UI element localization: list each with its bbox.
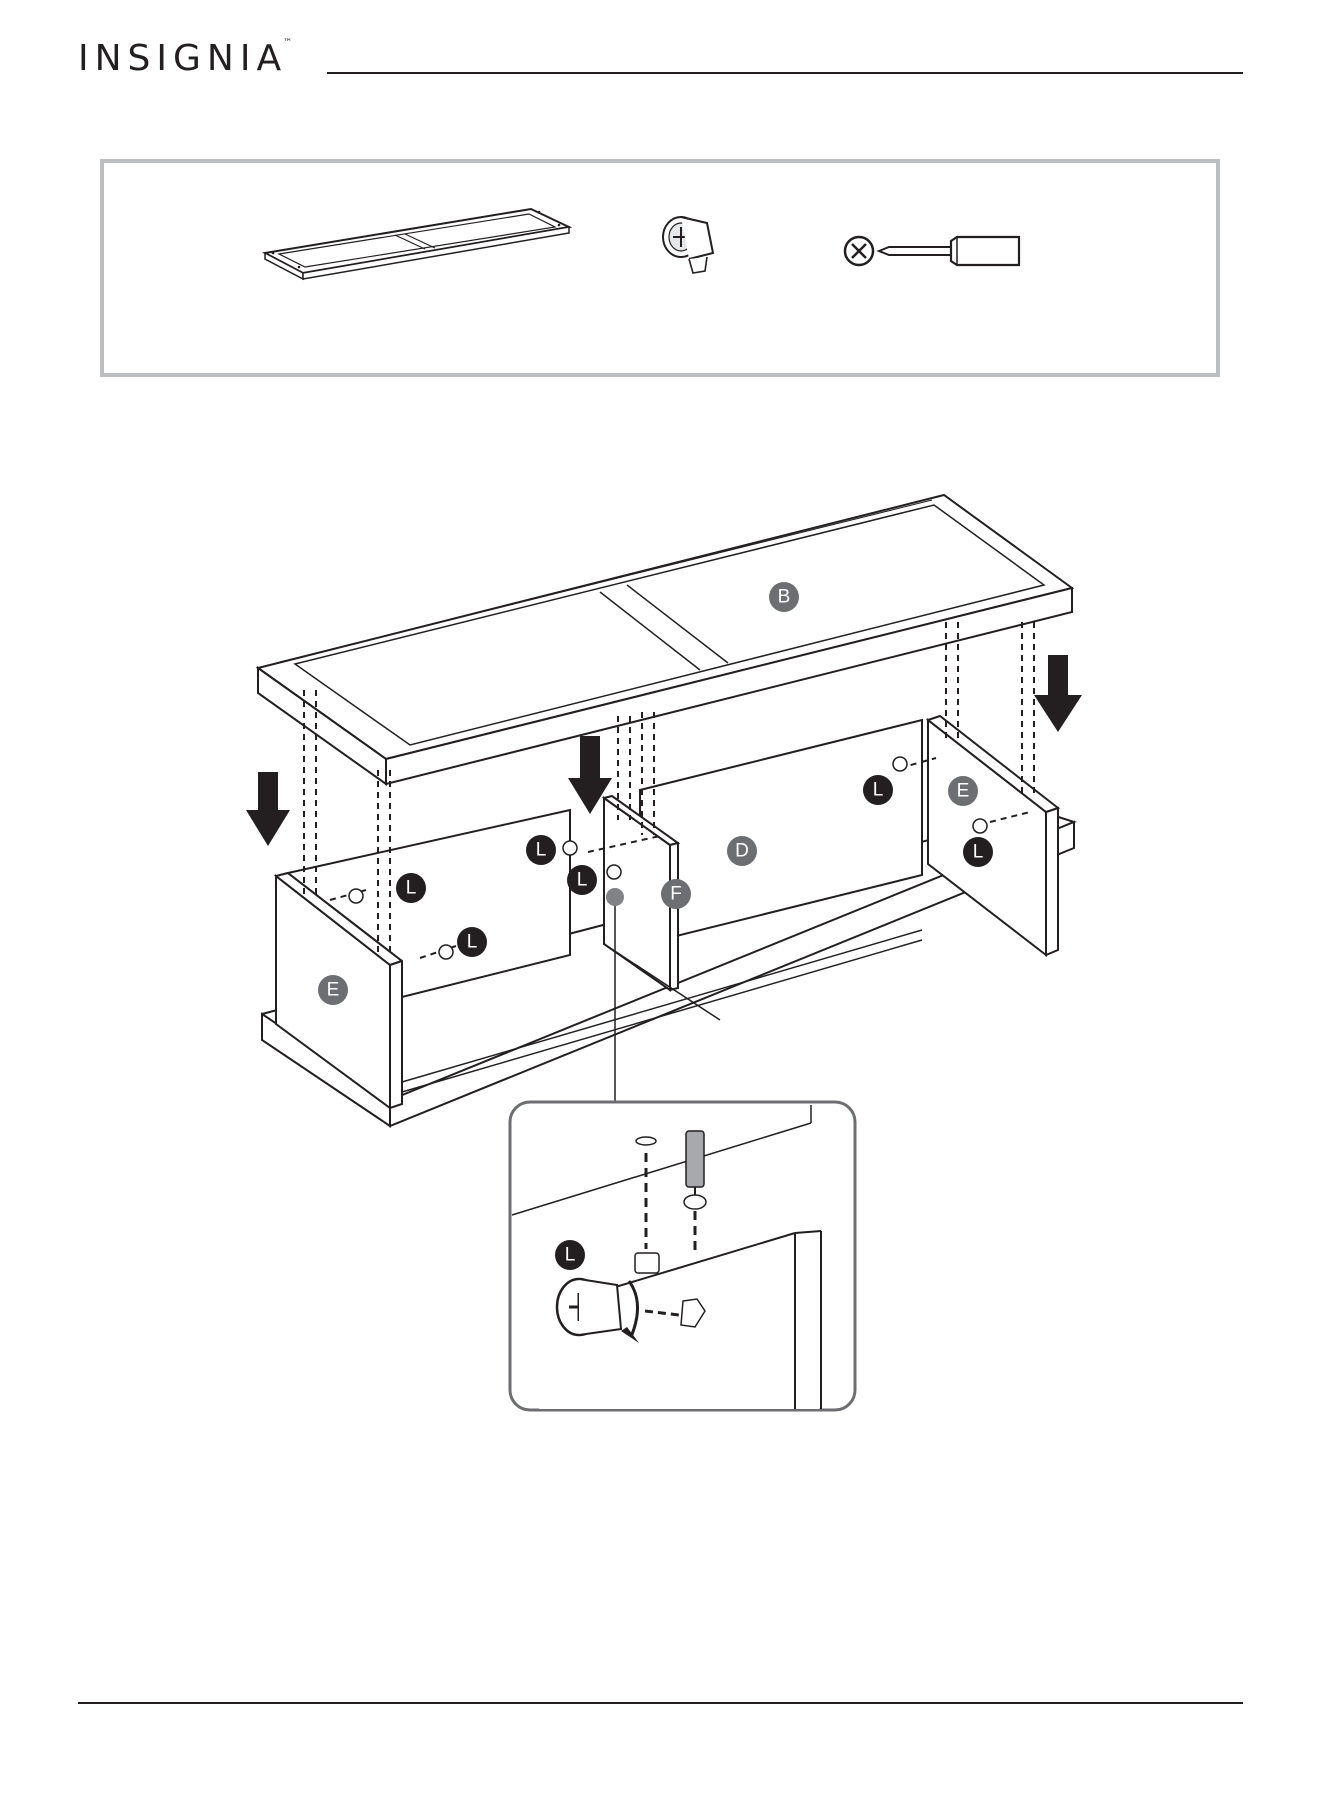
right-side-panel-e (928, 716, 1058, 955)
label-l-5: L (873, 780, 884, 801)
detail-anchor-dot (606, 888, 624, 906)
label-l-1: L (406, 878, 417, 899)
badge-l-1: L (396, 873, 426, 903)
label-l-detail: L (565, 1245, 576, 1266)
label-l-4: L (577, 870, 588, 891)
badge-d: D (727, 836, 757, 866)
detail-inset: L (509, 1101, 859, 1413)
label-e-right: E (957, 781, 970, 802)
label-e-left: E (327, 980, 340, 1001)
label-f: F (670, 884, 682, 905)
badge-l-2: L (457, 927, 487, 957)
label-l-6: L (973, 842, 984, 863)
badge-e-left: E (318, 975, 348, 1005)
badge-e-right: E (948, 776, 978, 806)
badge-l-detail: L (555, 1240, 585, 1270)
footer-rule (78, 1702, 1243, 1704)
label-l-3: L (536, 840, 547, 861)
label-d: D (735, 841, 749, 862)
label-b: B (778, 587, 791, 608)
badge-f: F (661, 879, 691, 909)
badge-l-4: L (567, 865, 597, 895)
badge-l-6: L (963, 837, 993, 867)
badge-b: B (769, 582, 799, 612)
badge-l-3: L (526, 835, 556, 865)
badge-l-5: L (863, 775, 893, 805)
label-l-2: L (467, 932, 478, 953)
